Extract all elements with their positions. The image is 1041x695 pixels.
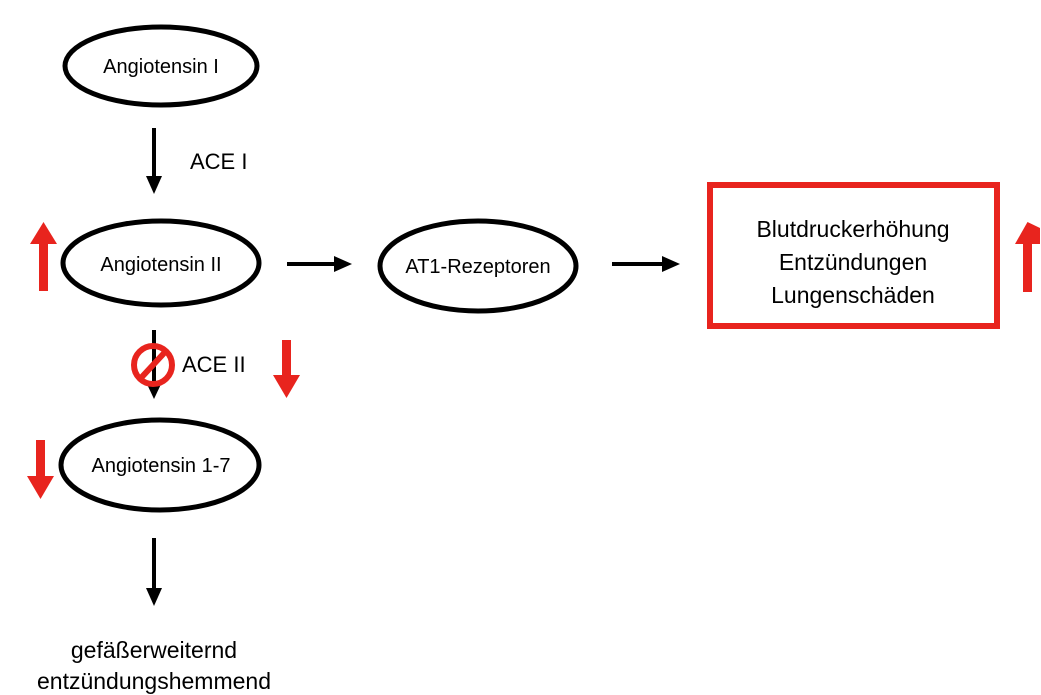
node-angiotensin-2-label: Angiotensin II [100, 254, 221, 276]
effects-box: Blutdruckerhöhung Entzündungen Lungensch… [707, 182, 1000, 329]
arrow-up-icon [1015, 222, 1040, 292]
arrow-ace1 [146, 128, 162, 194]
prohibited-icon [131, 343, 175, 387]
effect-item: Entzündungen [779, 249, 927, 275]
node-angiotensin-1-label: Angiotensin I [103, 56, 219, 78]
node-angiotensin-1-7: Angiotensin 1-7 [58, 417, 262, 513]
outcome-item: entzündungshemmend [37, 668, 271, 694]
arrow-down-icon [273, 340, 300, 398]
enzyme-ace2-label: ACE II [182, 352, 246, 377]
node-angiotensin-1-7-label: Angiotensin 1-7 [92, 455, 231, 477]
node-angiotensin-2: Angiotensin II [60, 218, 262, 308]
node-at1-receptors-label: AT1-Rezeptoren [405, 256, 550, 278]
arrow-to-at1 [287, 256, 352, 272]
enzyme-ace1-label: ACE I [190, 149, 247, 174]
arrow-up-icon [30, 222, 57, 291]
effect-item: Lungenschäden [771, 282, 935, 308]
node-angiotensin-1: Angiotensin I [62, 24, 260, 108]
outcome-item: gefäßerweiternd [71, 637, 237, 663]
node-at1-receptors: AT1-Rezeptoren [377, 218, 579, 314]
arrow-down-icon [27, 440, 54, 499]
effect-item: Blutdruckerhöhung [756, 216, 949, 242]
arrow-to-effects [612, 256, 680, 272]
arrow-to-outcomes [146, 538, 162, 606]
